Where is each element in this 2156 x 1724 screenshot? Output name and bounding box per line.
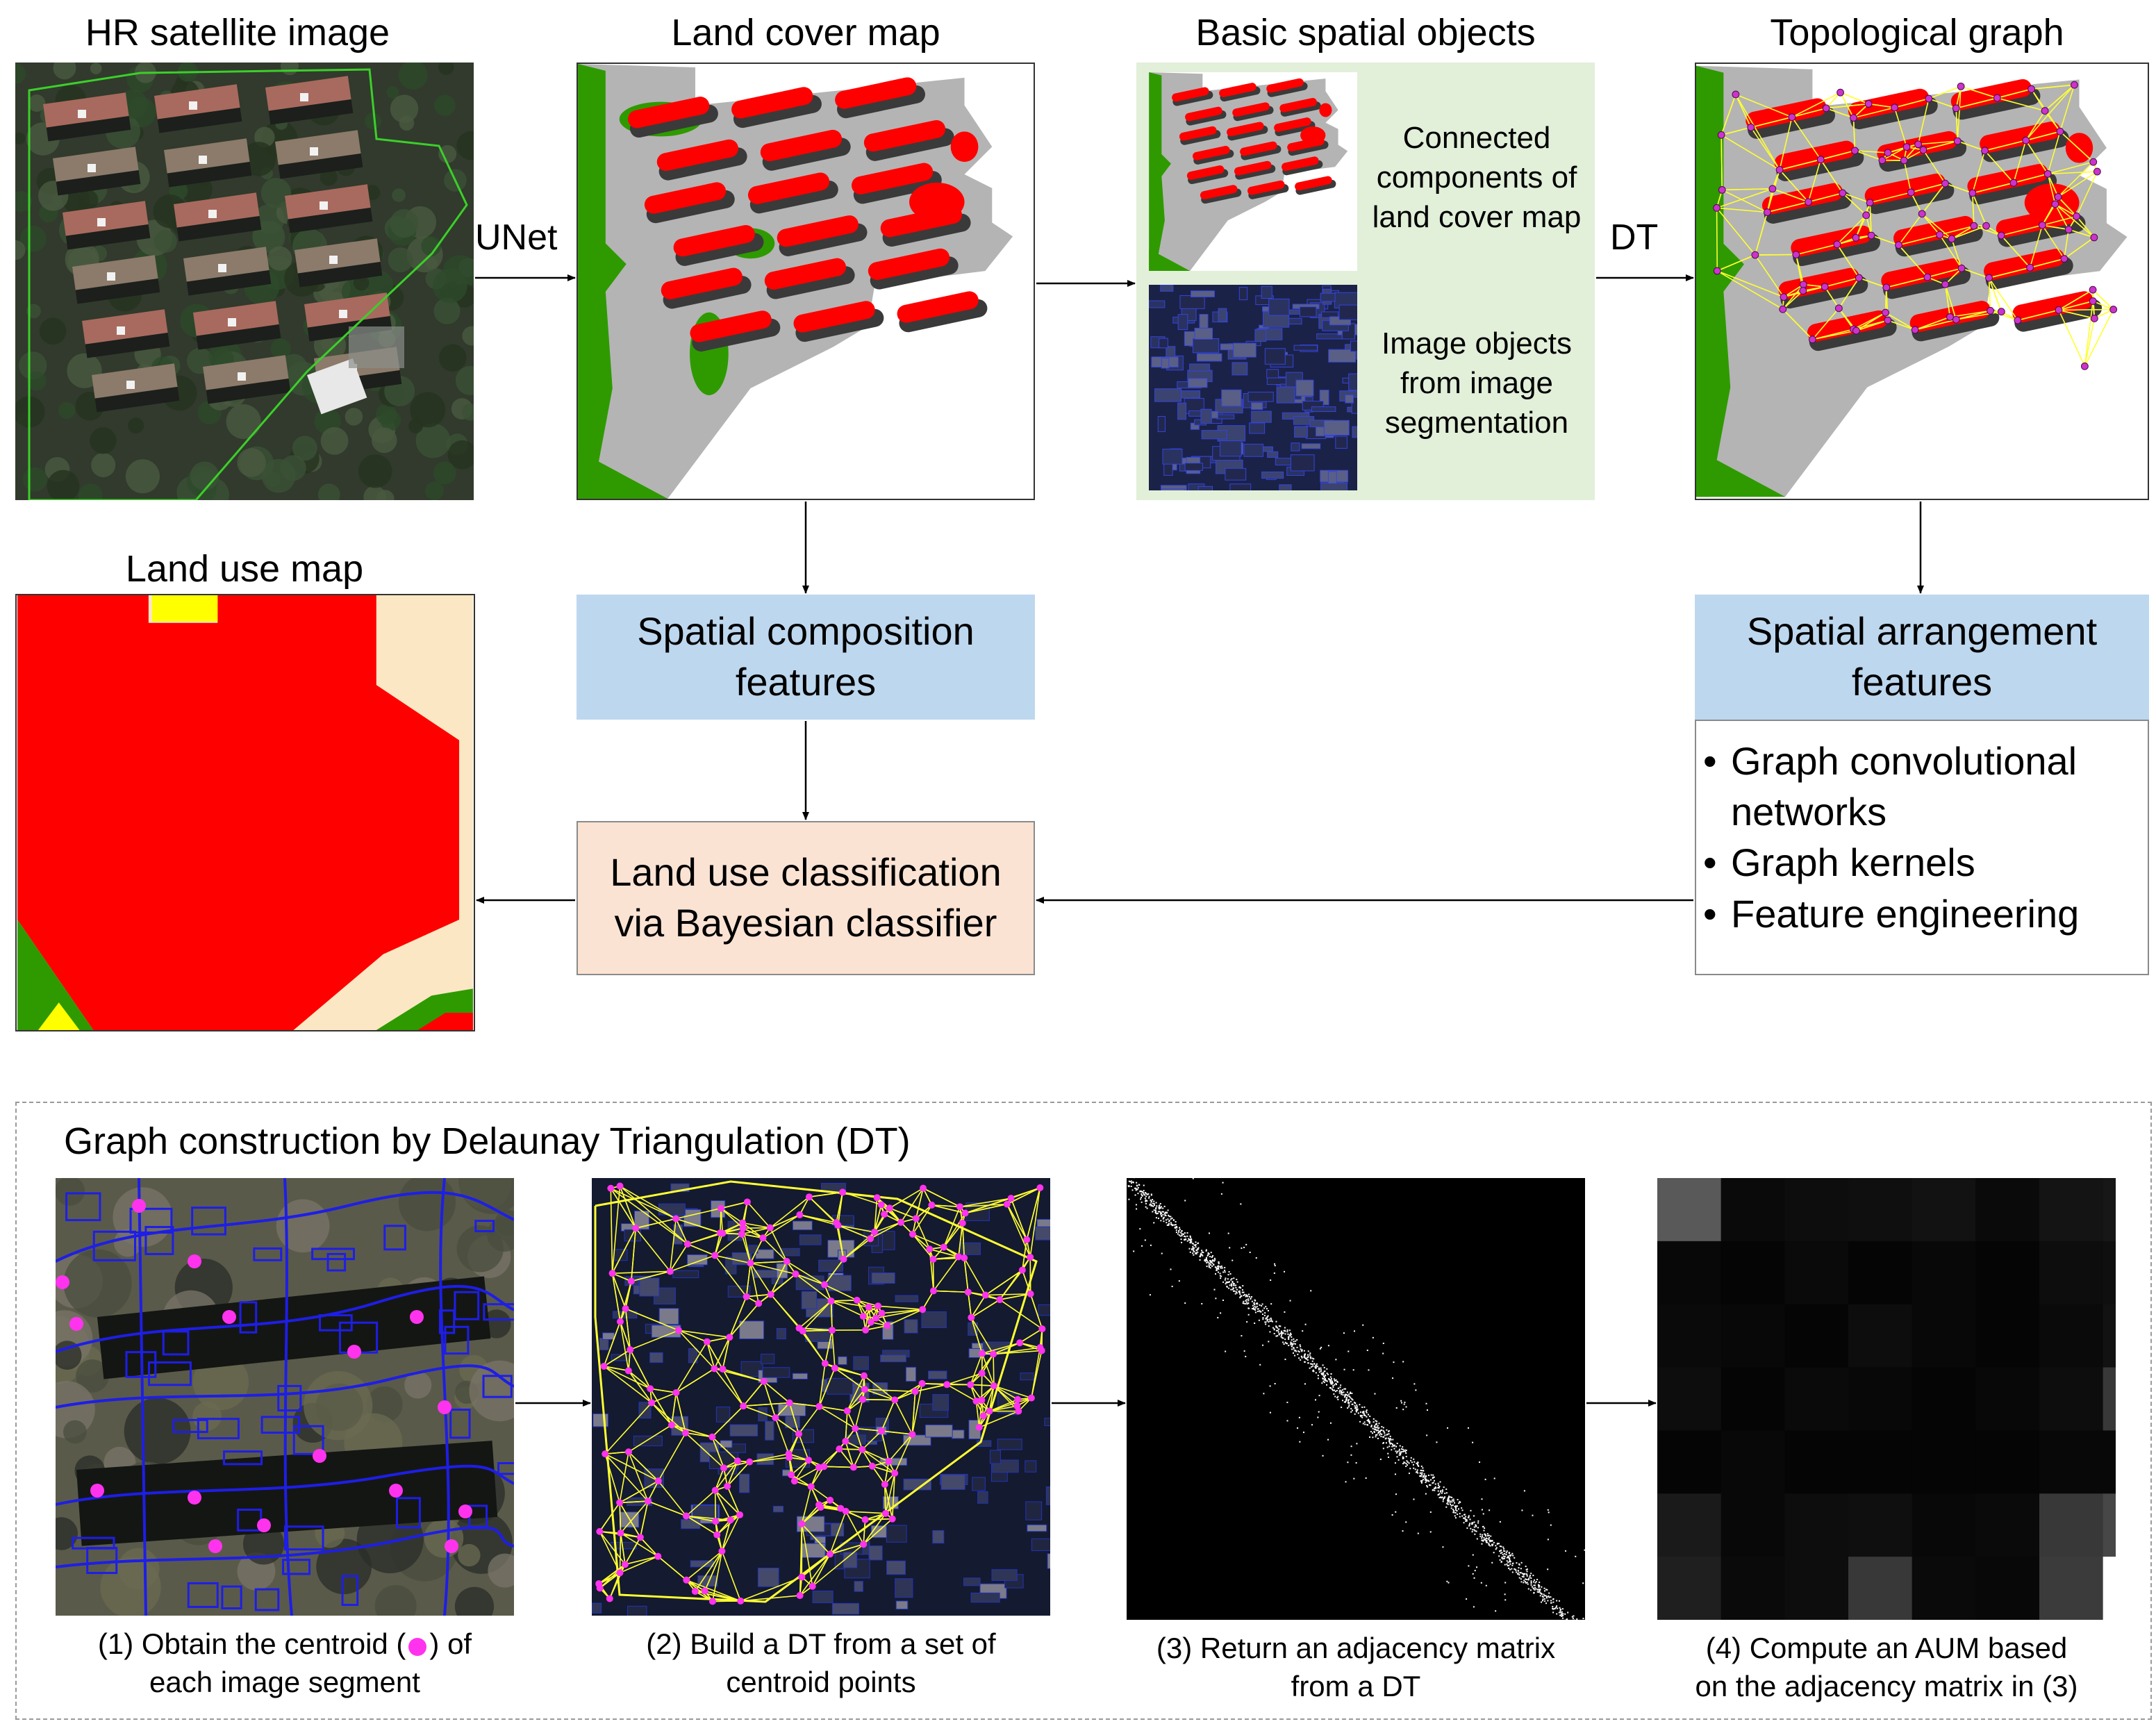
connected-components-label: Connected components of land cover map: [1372, 121, 1582, 235]
landuse-title: Land use map: [125, 548, 364, 590]
caption-step1: (1) Obtain the centroid () of each image…: [97, 1627, 472, 1698]
hr-image-title: HR satellite image: [85, 12, 390, 53]
caption-step2: (2) Build a DT from a set of centroid po…: [646, 1627, 996, 1698]
centroid-panel: [56, 1178, 514, 1616]
delaunay-panel: [592, 1178, 1050, 1616]
image-objects-label: Image objects from image segmentation: [1382, 326, 1572, 440]
topological-graph-title: Topological graph: [1770, 12, 2064, 53]
method-graph-kernels: Graph kernels: [1731, 840, 1975, 884]
graph-construction-title: Graph construction by Delaunay Triangula…: [64, 1120, 911, 1162]
flow-arrows: [475, 274, 1924, 904]
methods-bullet: •: [1703, 840, 1717, 884]
caption-step3: (3) Return an adjacency matrix from a DT: [1156, 1632, 1556, 1702]
graph-steps-arrows: [515, 1400, 1657, 1407]
image-objects-thumbnail: [1149, 285, 1357, 490]
adjacency-matrix-panel: [1127, 1178, 1585, 1620]
methods-bullet: •: [1703, 892, 1717, 936]
land-use-map: [15, 594, 475, 1031]
aum-panel: [1657, 1178, 2116, 1620]
landcover-title: Land cover map: [671, 12, 940, 53]
land-cover-map: [577, 63, 1035, 500]
methods-bullet: •: [1703, 739, 1717, 783]
centroid-dot-icon: [408, 1638, 427, 1656]
methods-list: • Graph convolutional networks • Graph k…: [1695, 720, 2149, 975]
hr-satellite-image: [15, 63, 474, 500]
basic-objects-panel: Connected components of land cover map I…: [1136, 63, 1595, 500]
method-feature-engineering: Feature engineering: [1731, 892, 2080, 936]
graph-construction-section: [15, 1102, 2152, 1720]
topological-graph: [1695, 63, 2149, 500]
basic-objects-title: Basic spatial objects: [1195, 12, 1536, 53]
method-gcn-line1: Graph convolutional: [1731, 739, 2078, 783]
connected-components-thumbnail: [1149, 72, 1357, 271]
unet-label: UNet: [475, 217, 558, 258]
method-gcn-line2: networks: [1731, 790, 1887, 834]
caption-step4: (4) Compute an AUM based on the adjacenc…: [1695, 1632, 2078, 1702]
dt-label: DT: [1610, 217, 1659, 258]
